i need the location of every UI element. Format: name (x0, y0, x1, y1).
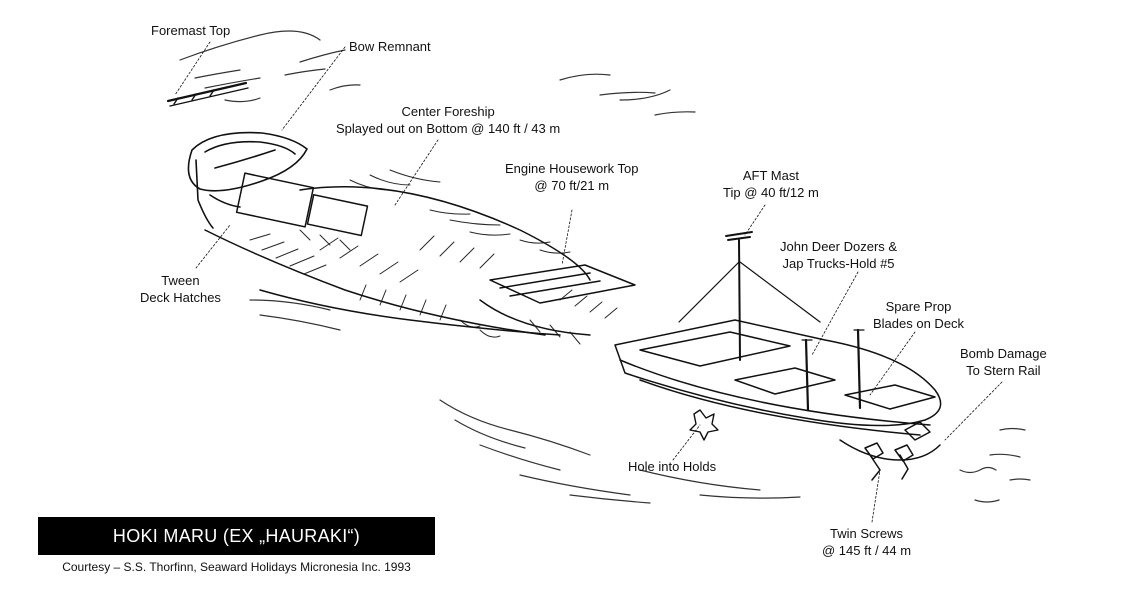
label-twin-screws: Twin Screws @ 145 ft / 44 m (822, 526, 912, 558)
label-aft-mast: AFT Mast Tip @ 40 ft/12 m (723, 168, 819, 200)
label-hole-into-holds: Hole into Holds (628, 459, 717, 474)
aft-deck (614, 319, 942, 436)
aft-mast (678, 231, 821, 361)
seabed-scribbles (179, 30, 1031, 504)
stern-and-screws (839, 421, 941, 481)
label-spare-prop: Spare Prop Blades on Deck (873, 299, 965, 331)
label-foremast-top: Foremast Top (151, 23, 231, 38)
derrick-posts (801, 328, 865, 412)
credit-line: Courtesy – S.S. Thorfinn, Seaward Holida… (62, 560, 411, 574)
engine-housework (479, 264, 636, 336)
label-john-deer-dozers: John Deer Dozers & Jap Trucks-Hold #5 (780, 239, 898, 271)
label-tween-deck-hatches: Tween Deck Hatches (140, 273, 221, 305)
label-center-foreship: Center Foreship Splayed out on Bottom @ … (336, 104, 561, 136)
label-bow-remnant: Bow Remnant (349, 39, 431, 54)
hole-into-holds (689, 409, 719, 441)
bow-section (187, 131, 308, 229)
leader-lines (174, 41, 1003, 523)
title-banner: HOKI MARU (EX „HAURAKI“) (38, 517, 435, 555)
debris-hatching (249, 169, 618, 345)
diagram-title: HOKI MARU (EX „HAURAKI“) (112, 525, 361, 546)
foremast-remnant (166, 81, 248, 103)
label-engine-housework: Engine Housework Top @ 70 ft/21 m (505, 161, 639, 193)
label-bomb-damage: Bomb Damage To Stern Rail (960, 346, 1047, 378)
foreship-hull (204, 172, 591, 336)
